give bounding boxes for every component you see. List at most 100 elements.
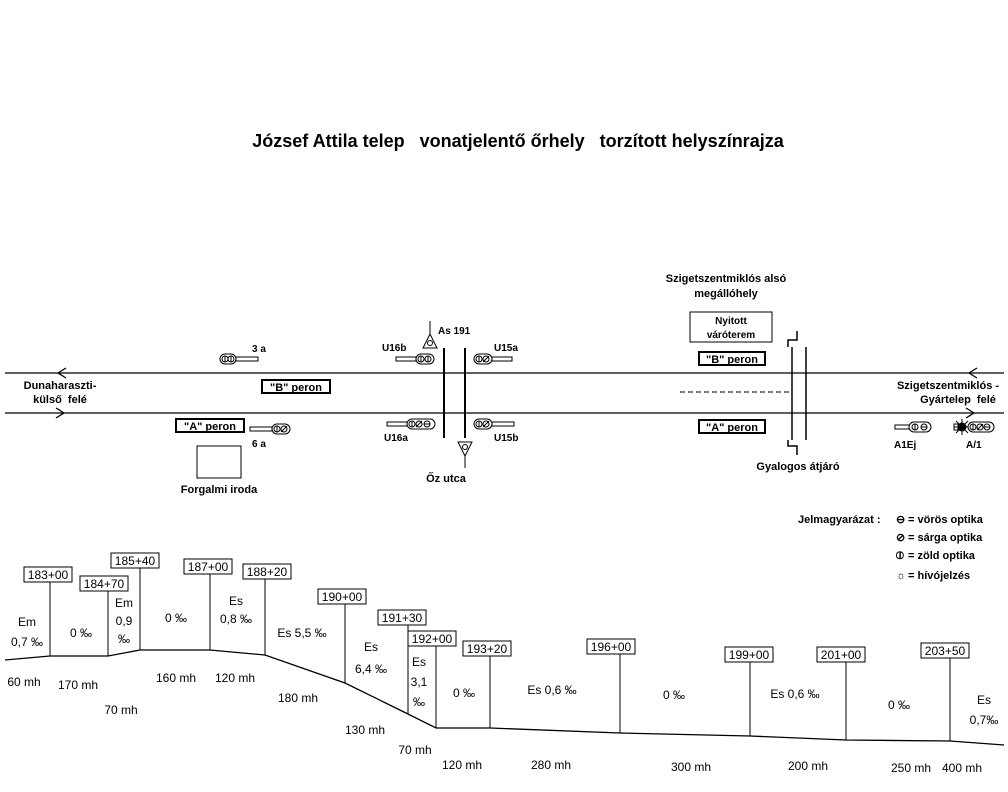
gradient-label: Es [364,640,378,654]
gradient-label: 0 ‰ [888,698,910,712]
gradient-label: Em [115,596,133,610]
chainage-box [317,588,367,605]
signal-a1-label: A/1 [966,440,982,451]
signal-a1-icon [953,419,995,435]
legend-label-3: = hívójelzés [908,570,970,582]
signal-a1ej-label: A1Ej [894,440,916,451]
gradient-label: Es 5,5 ‰ [277,626,326,640]
platform-b-right-label: "B" peron [706,354,758,366]
gradient-label: Es 0,6 ‰ [770,687,819,701]
arrow-left-lower [55,407,66,419]
waiting-room-line1: Nyitott [715,316,747,327]
chainage-box [23,566,73,583]
platform-a-right-box [698,419,766,434]
gradient-label: Es [977,693,991,707]
gradient-label: Es [412,655,426,669]
section-length-label: 70 mh [104,703,137,717]
signal-a1ej-icon [894,421,932,433]
section-length-label: 120 mh [215,671,255,685]
signal-u16b-label: U16b [382,343,406,354]
section-length-label: 280 mh [531,758,571,772]
chainage-box [920,642,970,659]
signal-6a-label: 6 a [252,439,266,450]
signal-u15a-label: U15a [494,343,518,354]
section-length-label: 60 mh [7,675,40,689]
gradient-label: 0 ‰ [453,686,475,700]
arrow-right-lower [965,407,976,419]
signal-as191-icon [422,321,438,349]
gradient-label: 0 ‰ [70,626,92,640]
gradient-label: Es 0,6 ‰ [527,683,576,697]
profile-line [4,649,1005,746]
chainage-label: 201+00 [821,648,862,662]
chainage-box [407,630,457,647]
gradient-label: 6,4 ‰ [355,662,387,676]
pedestrian-crossing-label: Gyalogos átjáró [756,461,839,473]
gradient-label: 0,8 ‰ [220,612,252,626]
section-length-label: 130 mh [345,723,385,737]
chainage-label: 192+00 [412,632,453,646]
section-length-label: 180 mh [278,691,318,705]
gradient-label: 0,9 [116,614,133,628]
chainage-box [183,558,233,575]
legend-symbol-1: ⊘ [896,532,905,544]
chainage-label: 191+30 [382,611,423,625]
legend-label-0: = vörös optika [908,514,984,526]
chainage-label: 183+00 [28,568,69,582]
signal-6a-icon [249,423,291,435]
chainage-label: 203+50 [925,644,966,658]
signal-road-crossing-icon [457,441,473,468]
chainage-label: 196+00 [591,640,632,654]
signal-u16a-label: U16a [384,433,408,444]
waiting-room-line2: váróterem [707,330,755,341]
section-length-label: 160 mh [156,671,196,685]
legend-symbol-2: ⦶ [895,550,904,562]
legend-title: Jelmagyarázat : [798,514,881,526]
platform-a-left-label: "A" peron [184,421,236,433]
chainage-label: 190+00 [322,590,363,604]
gradient-label: 0,7‰ [970,713,999,727]
chainage-label: 185+40 [115,554,156,568]
gradient-label: Es [229,594,243,608]
legend-label-2: = zöld optika [908,550,976,562]
chainage-box [377,609,427,626]
signal-3a-label: 3 a [252,344,266,355]
pedestrian-crossing [787,331,807,455]
signal-as191-label: As 191 [438,326,471,337]
traffic-office-label: Forgalmi iroda [181,484,258,496]
legend: Jelmagyarázat : ⊖= vörös optika⊘= sárga … [798,514,984,582]
platform-b-right-box [698,351,766,366]
signal-u15a-icon [473,353,513,365]
road-crossing [443,348,466,438]
diagram-title: József Attila telep vonatjelentő őrhely … [252,131,784,151]
arrow-right-upper [967,367,978,379]
direction-left-line1: Dunaharaszti- [24,380,97,392]
arrow-left-upper [56,367,67,379]
legend-symbol-0: ⊖ [896,514,905,526]
section-length-label: 70 mh [398,743,431,757]
tracks [5,367,1004,419]
direction-left-line2: külső felé [33,394,87,406]
chainage-box [816,646,866,663]
direction-right-line2: Gyártelep felé [920,394,996,406]
section-length-label: 300 mh [671,760,711,774]
chainage-box [586,638,636,655]
chainage-label: 184+70 [84,577,125,591]
signal-u16b-icon [395,353,435,365]
section-length-label: 120 mh [442,758,482,772]
platform-b-left-label: "B" peron [270,382,322,394]
gradient-label: 3,1 [411,675,428,689]
section-length-label: 400 mh [942,761,982,775]
chainage-box [242,563,292,580]
signal-u16a-icon [386,418,436,430]
signal-3a-icon [219,353,259,365]
gradient-label: 0,7 ‰ [11,635,43,649]
chainage-label: 187+00 [188,560,229,574]
chainage-label: 193+20 [467,642,508,656]
chainage-label: 188+20 [247,565,288,579]
gradient-label: 0 ‰ [663,688,685,702]
station-name-line2: megállóhely [694,288,758,300]
section-length-label: 250 mh [891,761,931,775]
chainage-box [110,552,160,569]
